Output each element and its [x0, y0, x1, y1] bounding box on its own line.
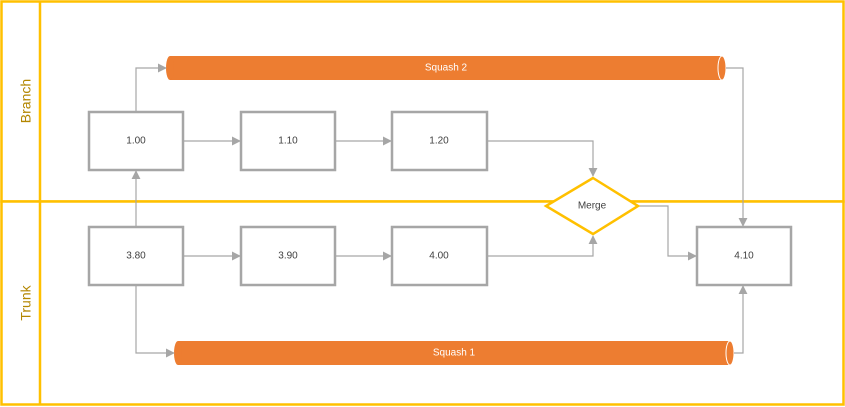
node-result-label: 4.10 [734, 251, 754, 262]
squash-1-pipe: Squash 1 [174, 340, 735, 366]
node-branch-3: 1.20 [390, 110, 489, 172]
lane-label-branch: Branch [18, 79, 34, 123]
node-trunk-1: 3.80 [87, 225, 185, 287]
squash-2-label: Squash 2 [425, 63, 468, 74]
node-trunk-3: 4.00 [390, 225, 489, 287]
merge-decision: Merge [543, 176, 641, 236]
connector-branch3-to-merge [487, 140, 598, 177]
node-branch-1-label: 1.00 [126, 136, 146, 147]
squash-1-label: Squash 1 [433, 348, 476, 359]
node-result: 4.10 [695, 225, 793, 287]
node-trunk-3-label: 4.00 [429, 251, 449, 262]
connector-squash1-to-result [734, 285, 748, 354]
connector-squash2-to-result [726, 67, 748, 227]
node-branch-1: 1.00 [87, 110, 185, 172]
node-branch-2-label: 1.10 [278, 136, 298, 147]
connector-branch1-to-squash2 [135, 63, 167, 112]
node-branch-2: 1.10 [239, 110, 337, 172]
node-trunk-1-label: 3.80 [126, 251, 146, 262]
node-trunk-2: 3.90 [239, 225, 337, 287]
squash-2-pipe: Squash 2 [166, 55, 727, 81]
lane-label-trunk: Trunk [18, 284, 34, 320]
merge-label: Merge [578, 201, 607, 212]
connector-trunk3-to-merge [487, 235, 598, 257]
lane-branch-frame [0, 0, 845, 203]
node-branch-3-label: 1.20 [429, 136, 449, 147]
node-trunk-2-label: 3.90 [278, 251, 298, 262]
connector-merge-to-result [639, 205, 697, 261]
connectors [131, 63, 748, 358]
connector-trunk1-to-squash1 [135, 286, 175, 358]
